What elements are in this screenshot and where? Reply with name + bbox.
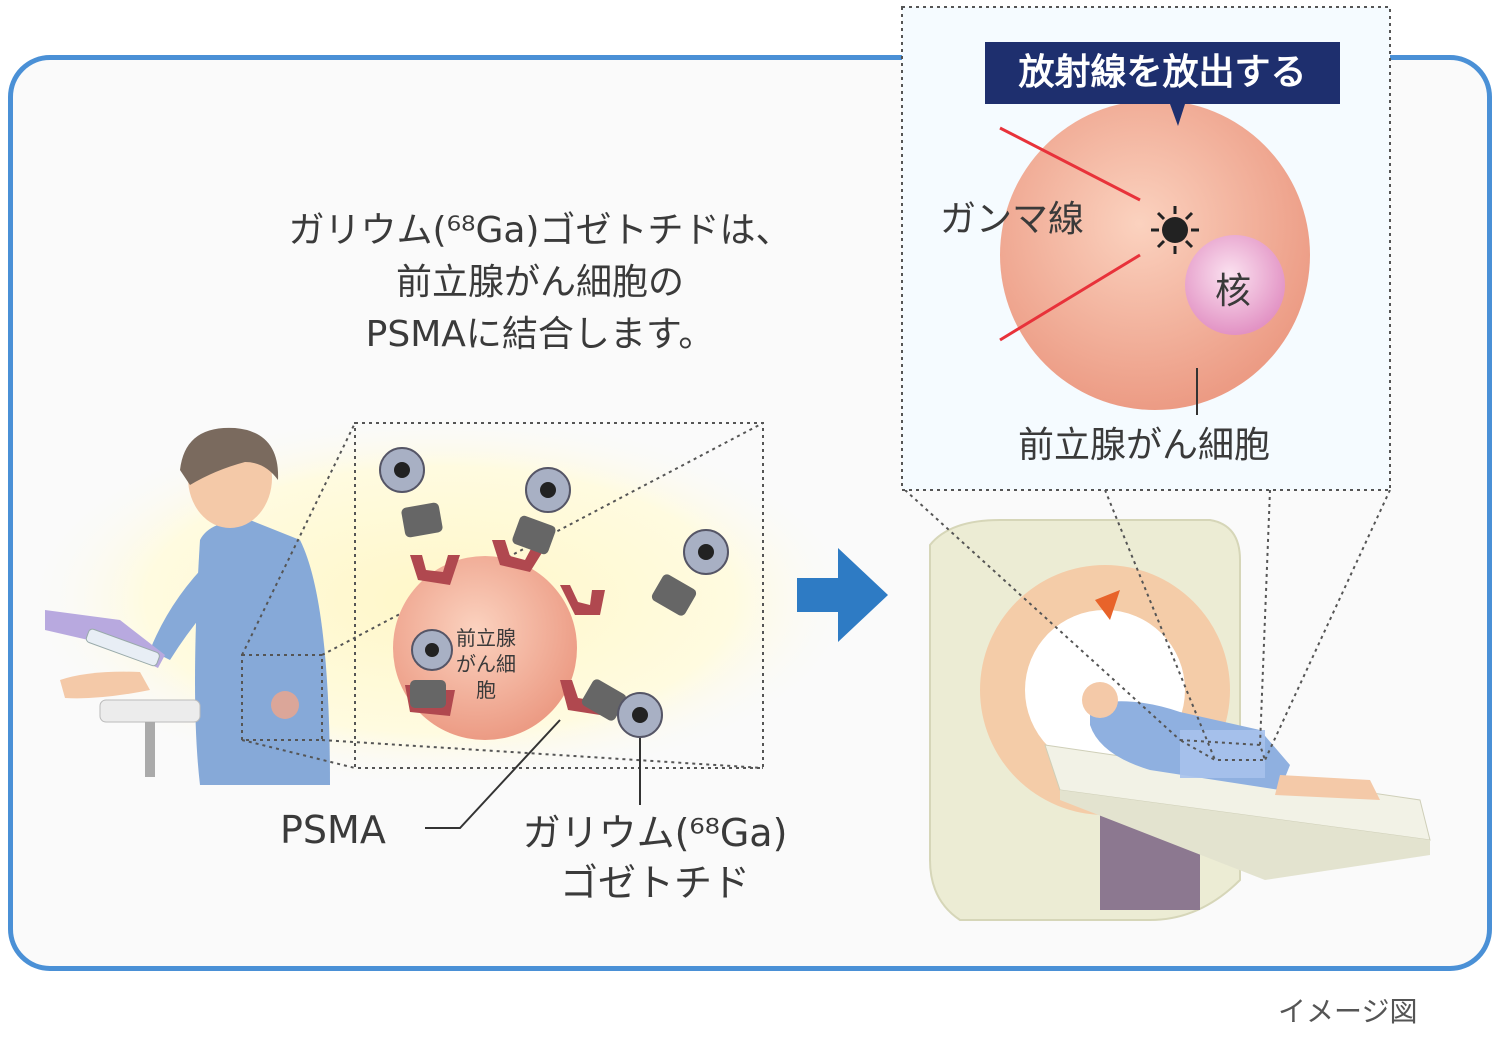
main-caption: ガリウム(⁶⁸Ga)ゴゼトチドは、 前立腺がん細胞の PSMAに結合します。 [260,205,820,361]
footnote: イメージ図 [1278,995,1418,1028]
molecule-4 [410,629,453,708]
zoom-nucleus [1185,235,1285,335]
drug-label-line-1: ガリウム(⁶⁸Ga) [522,811,788,855]
drug-label-line-2: ゴゼトチド [559,861,750,905]
molecule-3 [651,529,729,616]
flow-arrow [797,548,888,642]
psma-label: PSMA [280,808,386,852]
nucleus-label: 核 [1215,271,1252,312]
zoom-title: 放射線を放出する [985,42,1340,104]
title-pointer [1170,104,1185,126]
zoom-callout-lines [904,489,1391,761]
drug-molecules [379,447,729,738]
gamma-rays [999,126,1141,342]
caption-line-3: PSMAに結合します。 [365,314,715,355]
zoom-cell-label: 前立腺がん細胞 [1018,425,1271,466]
doctor-illustration [45,427,330,785]
molecule-5 [581,679,663,738]
inset-callout-lines [241,422,764,769]
gamma-ray-label: ガンマ線 [940,199,1085,240]
inset-cell-label: 前立腺 がん細胞 [448,625,524,703]
label-leaders [425,719,641,829]
molecule-1 [379,447,443,538]
patient-illustration [1082,682,1380,800]
molecule-2 [512,467,571,555]
inset-cell-label-line-2: がん細胞 [456,652,516,702]
drug-label: ガリウム(⁶⁸Ga) ゴゼトチド [505,808,805,908]
caption-line-1: ガリウム(⁶⁸Ga)ゴゼトチドは、 [288,210,792,251]
caption-line-2: 前立腺がん細胞の [395,262,684,303]
radiation-source-icon [1151,206,1199,254]
inset-cell-label-line-1: 前立腺 [456,626,516,650]
